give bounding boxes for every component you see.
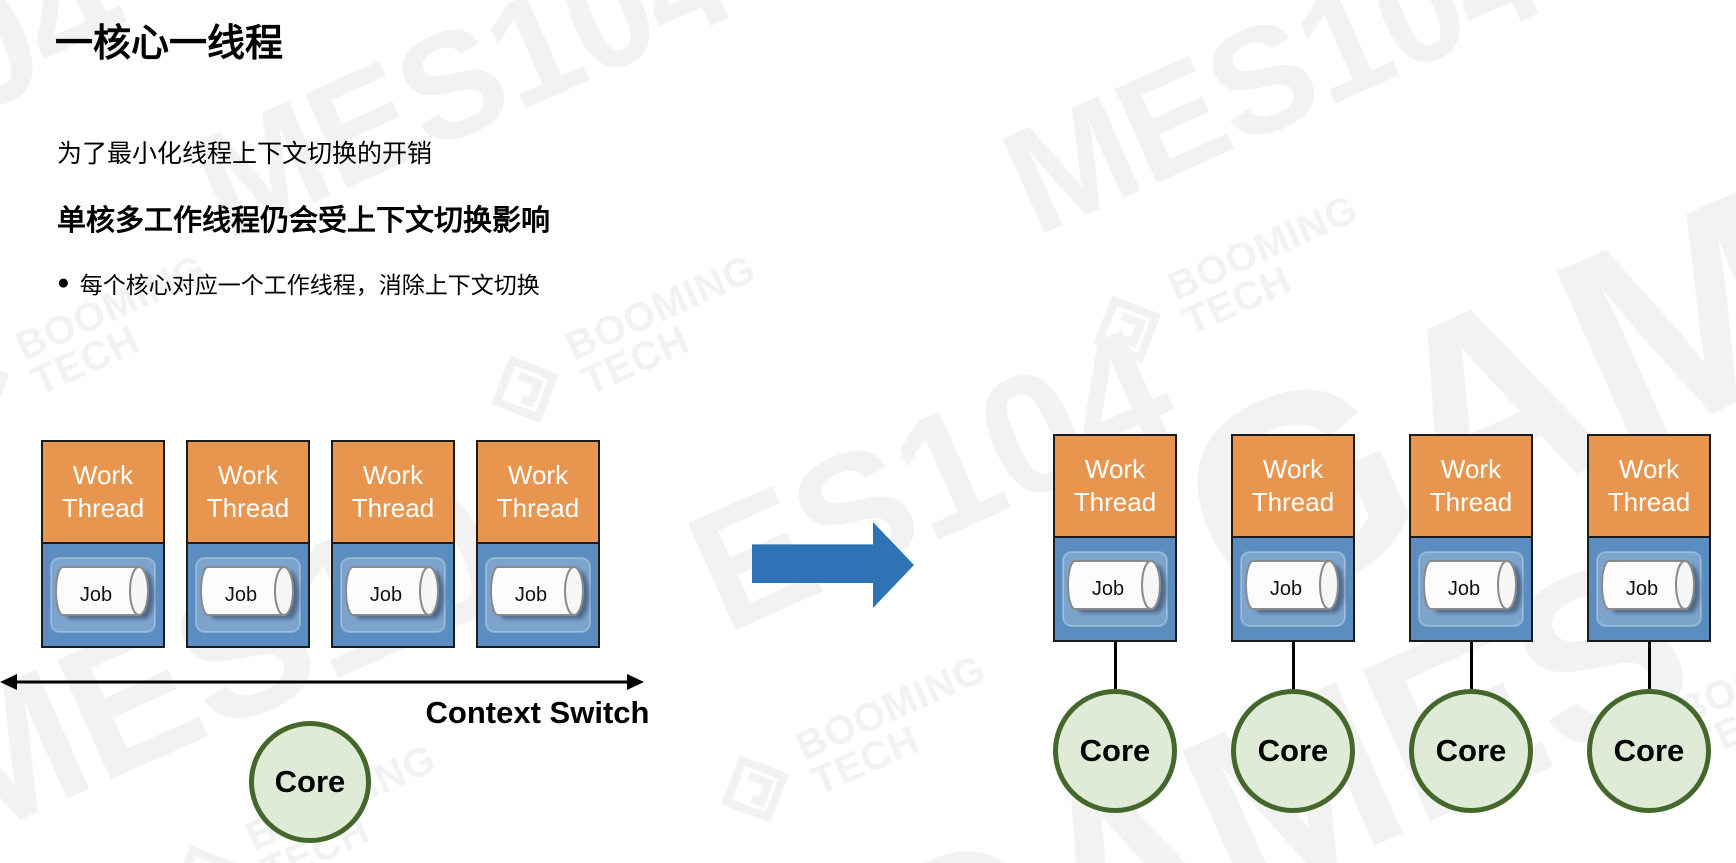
job-slot: Job [333,544,453,646]
job-slot: Job [1589,538,1709,640]
work-thread-box: Work Thread Job [476,440,600,648]
work-thread-box: Work Thread Job [331,440,455,648]
core-circle: Core [1587,689,1711,813]
core-connector-line [1113,642,1117,689]
job-label: Job [1447,577,1481,600]
work-thread-label: Work Thread [1055,436,1175,538]
job-label: Job [514,583,548,606]
core-connector-line [1291,642,1295,689]
booming-tech-logo-icon [171,845,240,863]
job-slot: Job [1233,538,1353,640]
work-thread-label: Work Thread [188,442,308,544]
job-cylinder-icon [485,557,591,633]
core-circle: Core [1053,689,1177,813]
job-label: Job [1269,577,1303,600]
job-slot: Job [1411,538,1531,640]
context-switch-label: Context Switch [425,695,650,730]
thread-core-column: Work Thread Job Core [1587,434,1711,813]
core-connector-line [1469,642,1473,689]
job-cylinder-icon [1596,551,1702,627]
job-cylinder-icon [50,557,156,633]
thread-core-column: Work Thread Job Core [1409,434,1533,813]
job-label: Job [79,583,113,606]
core-circle: Core [1231,689,1355,813]
core-connector-line [1647,642,1651,689]
work-thread-label: Work Thread [333,442,453,544]
thread-core-column: Work Thread Job Core [1053,434,1177,813]
booming-tech-logo-icon [1093,295,1162,364]
work-thread-label: Work Thread [1411,436,1531,538]
work-thread-label: Work Thread [43,442,163,544]
job-label: Job [1625,577,1659,600]
job-cylinder-icon [1240,551,1346,627]
subtitle-line-1: 为了最小化线程上下文切换的开销 [57,140,433,168]
left-thread-group: Work Thread Job Work Thread [41,440,600,648]
job-cylinder-icon [1418,551,1524,627]
work-thread-box: Work Thread Job [41,440,165,648]
job-slot: Job [188,544,308,646]
work-thread-label: Work Thread [1589,436,1709,538]
core-circle: Core [249,721,371,843]
work-thread-label: Work Thread [478,442,598,544]
work-thread-box: Work Thread Job [1587,434,1711,642]
booming-tech-logo-icon [491,355,560,424]
job-cylinder-icon [195,557,301,633]
page-title: 一核心一线程 [55,23,284,65]
job-label: Job [224,583,258,606]
bullet-item: ● 每个核心对应一个工作线程，消除上下文切换 [57,266,540,300]
thread-core-column: Work Thread Job Core [1231,434,1355,813]
context-switch-arrow-icon [0,674,644,690]
work-thread-box: Work Thread Job [1231,434,1355,642]
job-label: Job [369,583,403,606]
core-circle: Core [1409,689,1533,813]
job-slot: Job [478,544,598,646]
job-slot: Job [1055,538,1175,640]
work-thread-box: Work Thread Job [1409,434,1533,642]
job-cylinder-icon [340,557,446,633]
work-thread-box: Work Thread Job [186,440,310,648]
job-label: Job [1091,577,1125,600]
work-thread-label: Work Thread [1233,436,1353,538]
right-thread-group: Work Thread Job Core [1053,434,1711,813]
bullet-marker-icon: ● [57,271,70,294]
job-slot: Job [43,544,163,646]
booming-tech-logo-icon [721,755,790,824]
transition-arrow-icon [752,522,914,608]
job-cylinder-icon [1062,551,1168,627]
work-thread-box: Work Thread Job [1053,434,1177,642]
bullet-text: 每个核心对应一个工作线程，消除上下文切换 [79,272,540,298]
subtitle-line-2: 单核多工作线程仍会受上下文切换影响 [57,205,551,237]
